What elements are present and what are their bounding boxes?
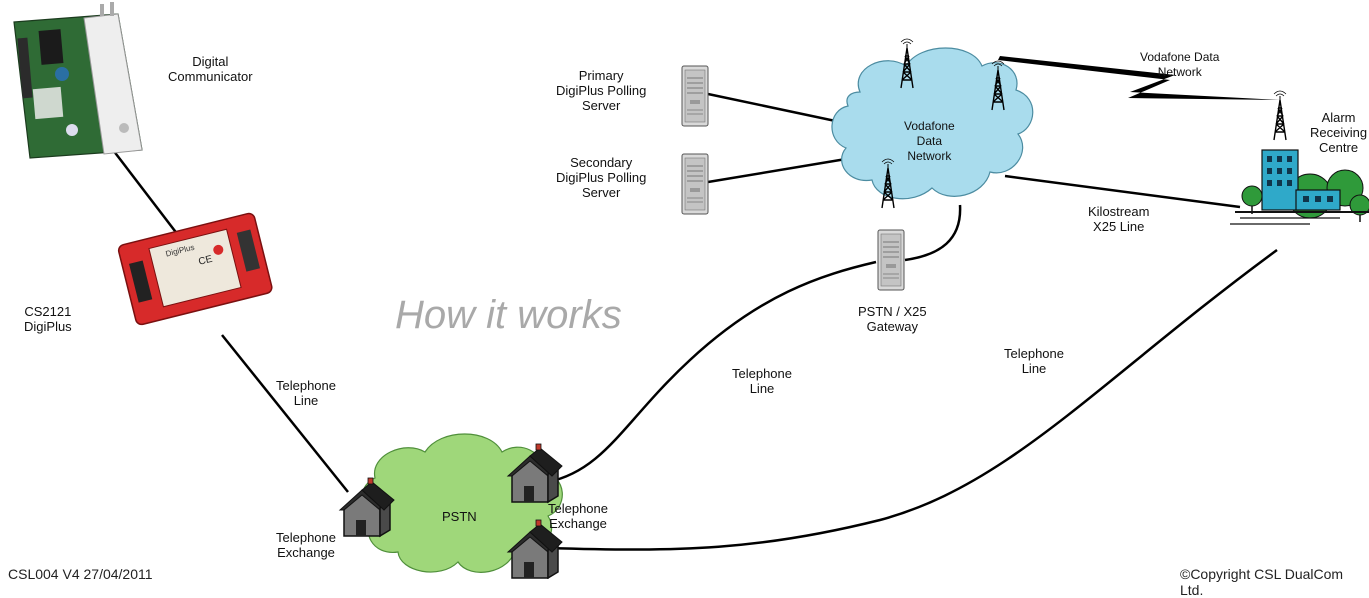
link-exchange-to-arc bbox=[547, 248, 1278, 551]
wireless-bolt bbox=[998, 56, 1280, 100]
modem-ce-mark: CE bbox=[197, 254, 213, 268]
label-secondary-server: Secondary DigiPlus Polling Server bbox=[556, 155, 647, 200]
label-telephone-exchange-left: Telephone Exchange bbox=[276, 530, 336, 560]
label-telephone-line-2: Telephone Line bbox=[732, 366, 792, 396]
link-exchange-to-gateway bbox=[547, 260, 877, 484]
primary-server-icon bbox=[681, 65, 709, 127]
label-vodafone-cloud: Vodafone Data Network bbox=[904, 119, 955, 163]
label-cs2121-digiplus: CS2121 DigiPlus bbox=[24, 304, 72, 334]
link-kilostream bbox=[1004, 174, 1241, 209]
label-vodafone-link: Vodafone Data Network bbox=[1140, 50, 1220, 79]
gateway-server-icon bbox=[877, 229, 905, 291]
label-digital-communicator: Digital Communicator bbox=[168, 54, 253, 84]
label-primary-server: Primary DigiPlus Polling Server bbox=[556, 68, 647, 113]
label-telephone-line-1: Telephone Line bbox=[276, 378, 336, 408]
digital-communicator-device bbox=[13, 2, 143, 159]
footer-document-ref: CSL004 V4 27/04/2011 bbox=[8, 566, 153, 582]
diagram-title: How it works bbox=[395, 293, 622, 337]
label-gateway: PSTN / X25 Gateway bbox=[858, 304, 927, 334]
tower-icon-arc bbox=[1273, 90, 1287, 141]
secondary-server-icon bbox=[681, 153, 709, 215]
link-digiplus-to-exchange bbox=[221, 334, 349, 493]
link-secondary-server bbox=[707, 156, 853, 184]
label-telephone-exchange-right: Telephone Exchange bbox=[548, 501, 608, 531]
network-diagram: DigiPlus CE bbox=[13, 2, 1369, 579]
label-pstn: PSTN bbox=[442, 509, 477, 524]
label-kilostream: Kilostream X25 Line bbox=[1088, 204, 1150, 234]
link-gateway-to-vodafone bbox=[904, 204, 962, 262]
digiplus-modem: DigiPlus CE bbox=[117, 212, 273, 326]
vodafone-cloud bbox=[831, 47, 1034, 200]
label-telephone-line-3: Telephone Line bbox=[1004, 346, 1064, 376]
label-alarm-receiving-centre: Alarm Receiving Centre bbox=[1310, 110, 1368, 155]
footer-copyright: ©Copyright CSL DualCom Ltd. bbox=[1180, 566, 1344, 598]
alarm-receiving-centre-building bbox=[1230, 149, 1369, 225]
link-communicator-to-digiplus bbox=[112, 149, 179, 236]
